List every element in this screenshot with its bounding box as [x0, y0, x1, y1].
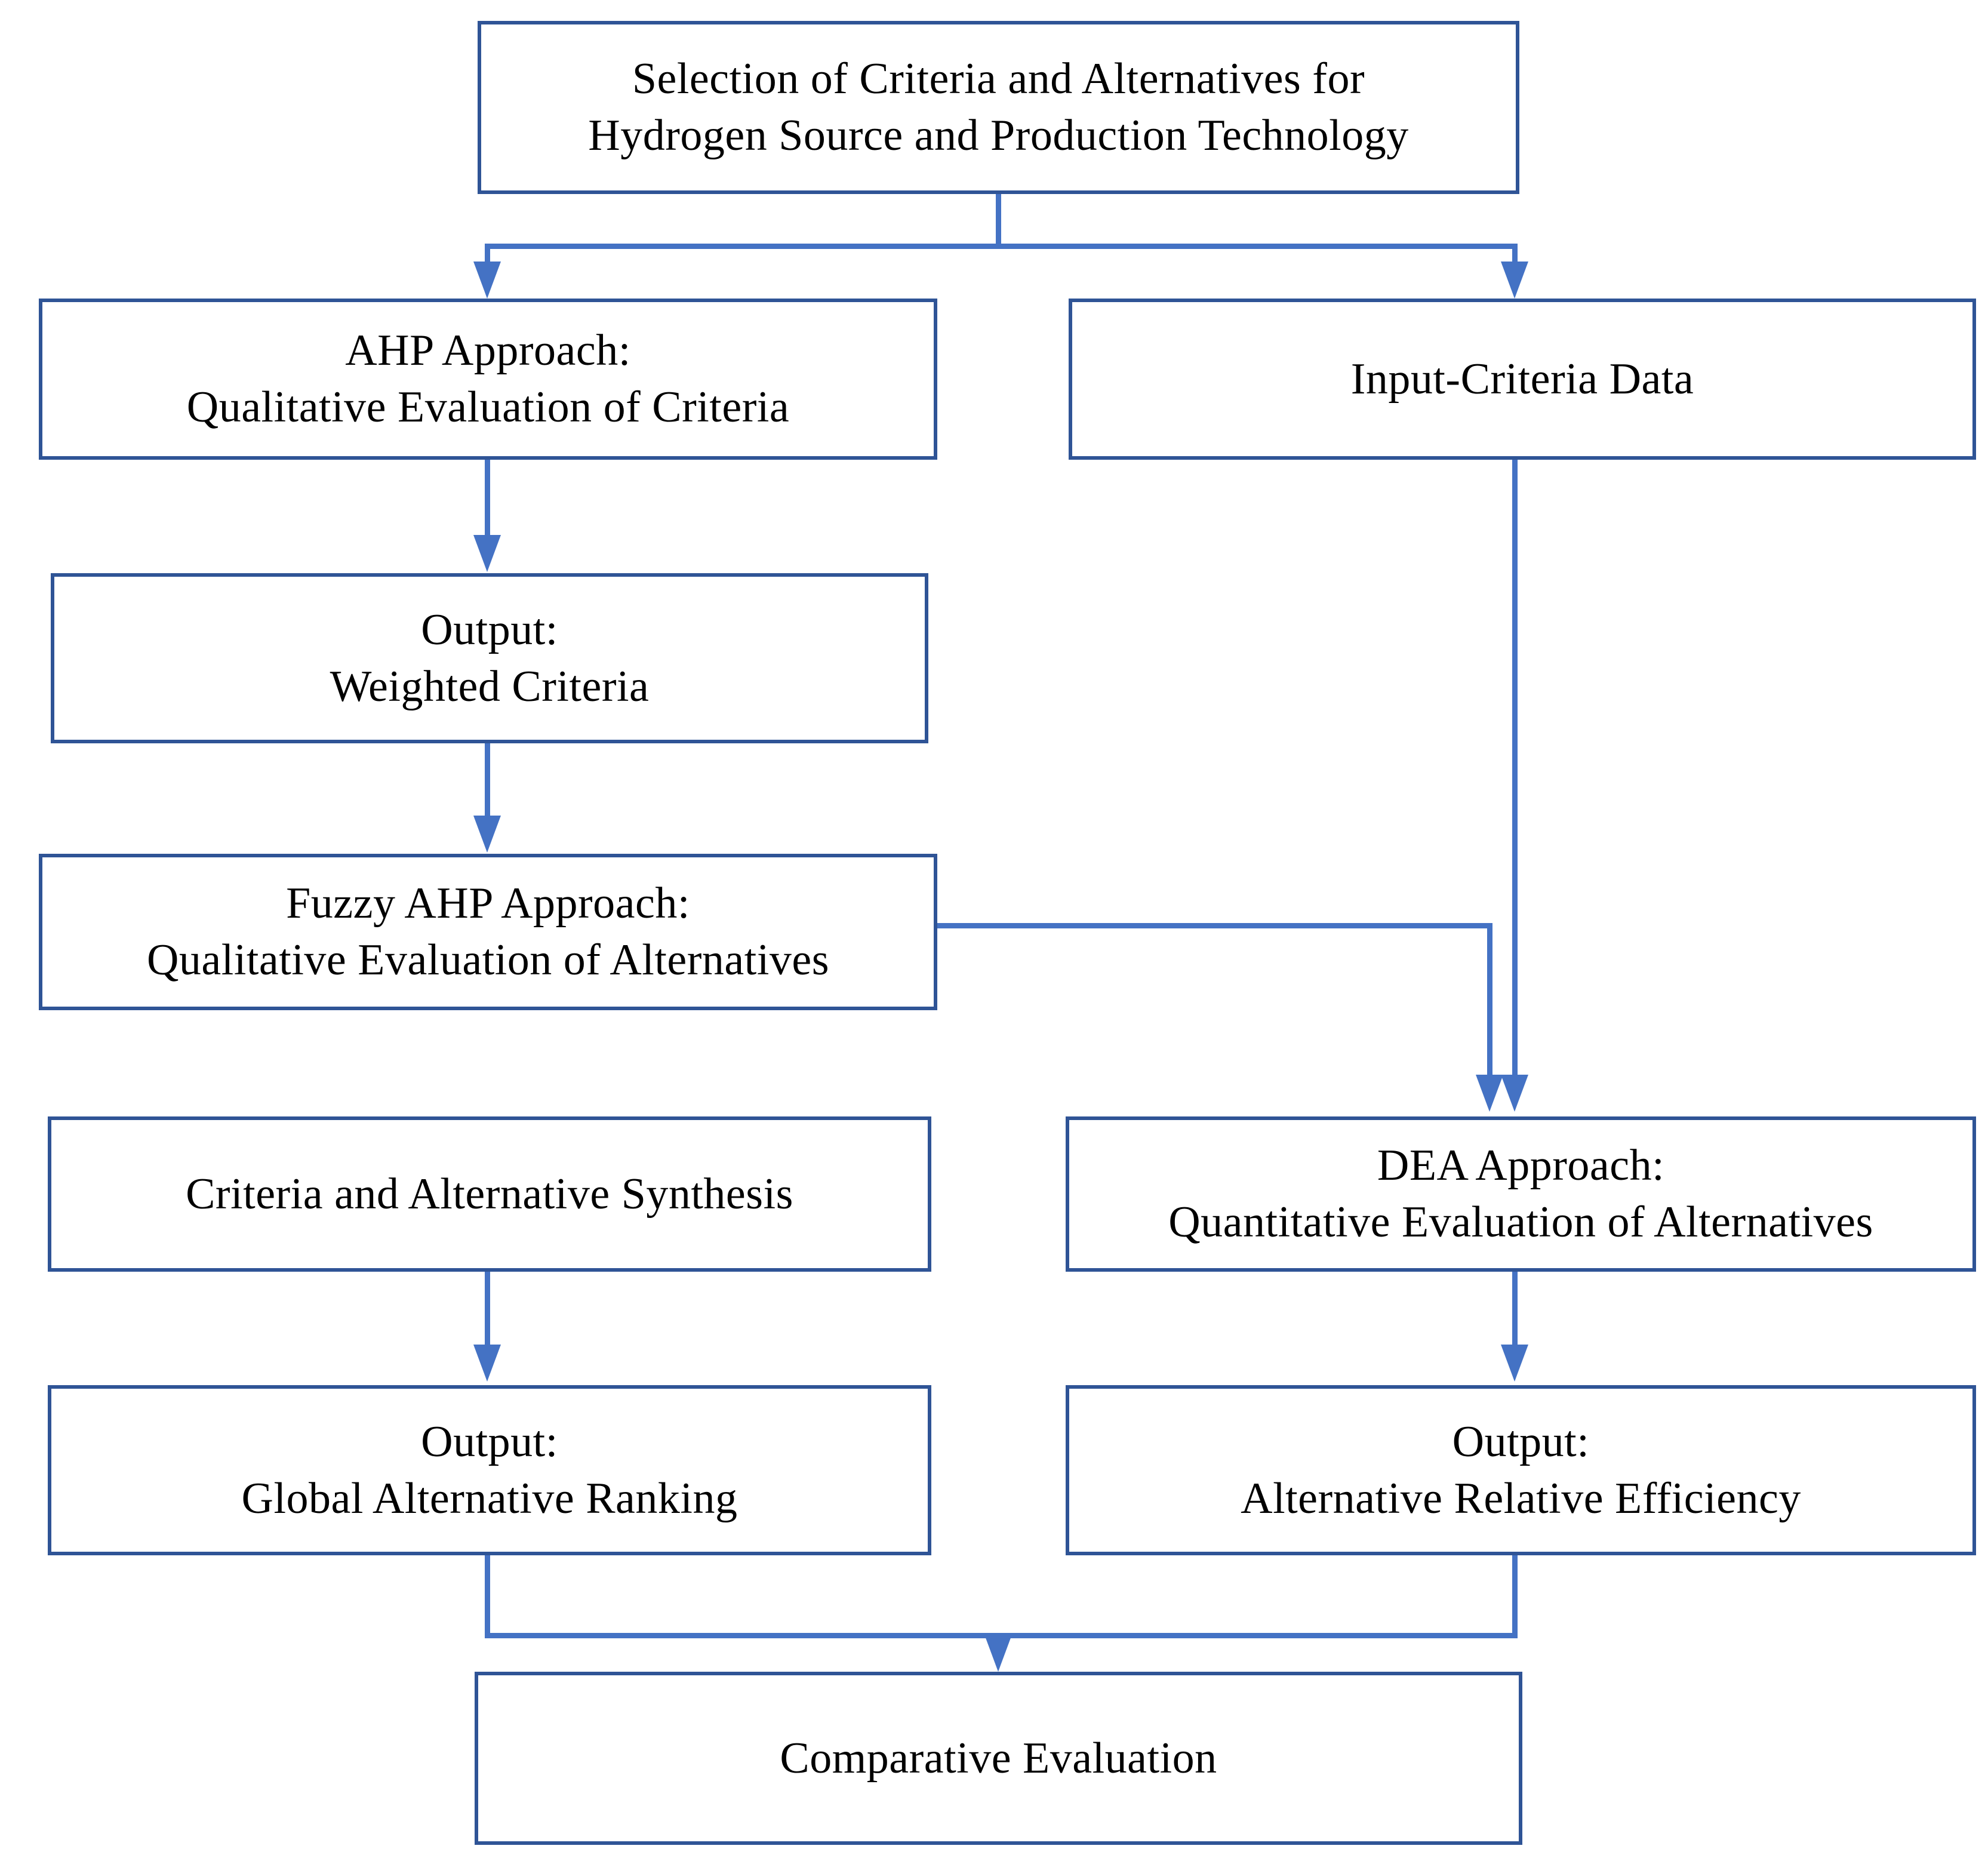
arrowhead-fuzzy-ahp-to-dea [1476, 1075, 1503, 1112]
arrowhead-to-input-criteria [1501, 262, 1528, 299]
node-output-weighted-criteria-label: Output: Weighted Criteria [330, 605, 650, 711]
connector-selection-split-bar [485, 244, 1518, 249]
arrowhead-to-fuzzy-ahp [473, 816, 501, 853]
arrowhead-to-weighted-criteria [473, 535, 501, 572]
connector-relative-efficiency-down [1512, 1554, 1518, 1638]
node-dea-approach[interactable]: DEA Approach: Quantitative Evaluation of… [1066, 1116, 1976, 1272]
connector-selection-stem [996, 192, 1001, 247]
node-selection-label: Selection of Criteria and Alternatives f… [588, 54, 1409, 160]
node-criteria-alternative-synthesis[interactable]: Criteria and Alternative Synthesis [48, 1116, 931, 1272]
node-input-criteria-data-label: Input-Criteria Data [1350, 354, 1694, 404]
arrowhead-input-criteria-to-dea [1501, 1075, 1528, 1112]
node-criteria-alternative-synthesis-label: Criteria and Alternative Synthesis [186, 1169, 793, 1219]
node-comparative-evaluation[interactable]: Comparative Evaluation [475, 1672, 1522, 1845]
node-output-weighted-criteria[interactable]: Output: Weighted Criteria [51, 573, 928, 743]
node-output-global-ranking-label: Output: Global Alternative Ranking [241, 1417, 738, 1523]
connector-ahp-to-weighted-criteria [485, 459, 490, 537]
connector-weighted-criteria-to-fuzzy-ahp [485, 742, 490, 820]
connector-selection-to-input-criteria [1512, 244, 1518, 266]
node-comparative-evaluation-label: Comparative Evaluation [780, 1733, 1217, 1783]
node-input-criteria-data[interactable]: Input-Criteria Data [1069, 299, 1976, 460]
connector-fuzzy-ahp-to-dea-vertical [1487, 923, 1492, 1078]
connector-selection-to-ahp [485, 244, 490, 266]
node-output-global-ranking[interactable]: Output: Global Alternative Ranking [48, 1385, 931, 1555]
node-selection[interactable]: Selection of Criteria and Alternatives f… [478, 21, 1519, 194]
connector-synthesis-to-global-ranking [485, 1271, 490, 1347]
node-ahp-approach[interactable]: AHP Approach: Qualitative Evaluation of … [39, 299, 937, 460]
node-dea-approach-label: DEA Approach: Quantitative Evaluation of… [1168, 1141, 1873, 1247]
arrowhead-to-comparative-evaluation [984, 1635, 1012, 1672]
arrowhead-to-global-ranking [473, 1345, 501, 1382]
node-output-relative-efficiency[interactable]: Output: Alternative Relative Efficiency [1066, 1385, 1976, 1555]
node-ahp-approach-label: AHP Approach: Qualitative Evaluation of … [186, 326, 790, 432]
connector-dea-to-relative-efficiency [1512, 1271, 1518, 1347]
arrowhead-to-ahp [473, 262, 501, 299]
node-fuzzy-ahp-approach[interactable]: Fuzzy AHP Approach: Qualitative Evaluati… [39, 854, 937, 1010]
connector-input-criteria-to-dea [1512, 459, 1518, 1079]
arrowhead-to-relative-efficiency [1501, 1345, 1528, 1382]
node-fuzzy-ahp-approach-label: Fuzzy AHP Approach: Qualitative Evaluati… [146, 879, 830, 985]
connector-global-ranking-down [485, 1554, 490, 1638]
connector-fuzzy-ahp-to-dea-horizontal [934, 923, 1492, 928]
node-output-relative-efficiency-label: Output: Alternative Relative Efficiency [1241, 1417, 1801, 1523]
